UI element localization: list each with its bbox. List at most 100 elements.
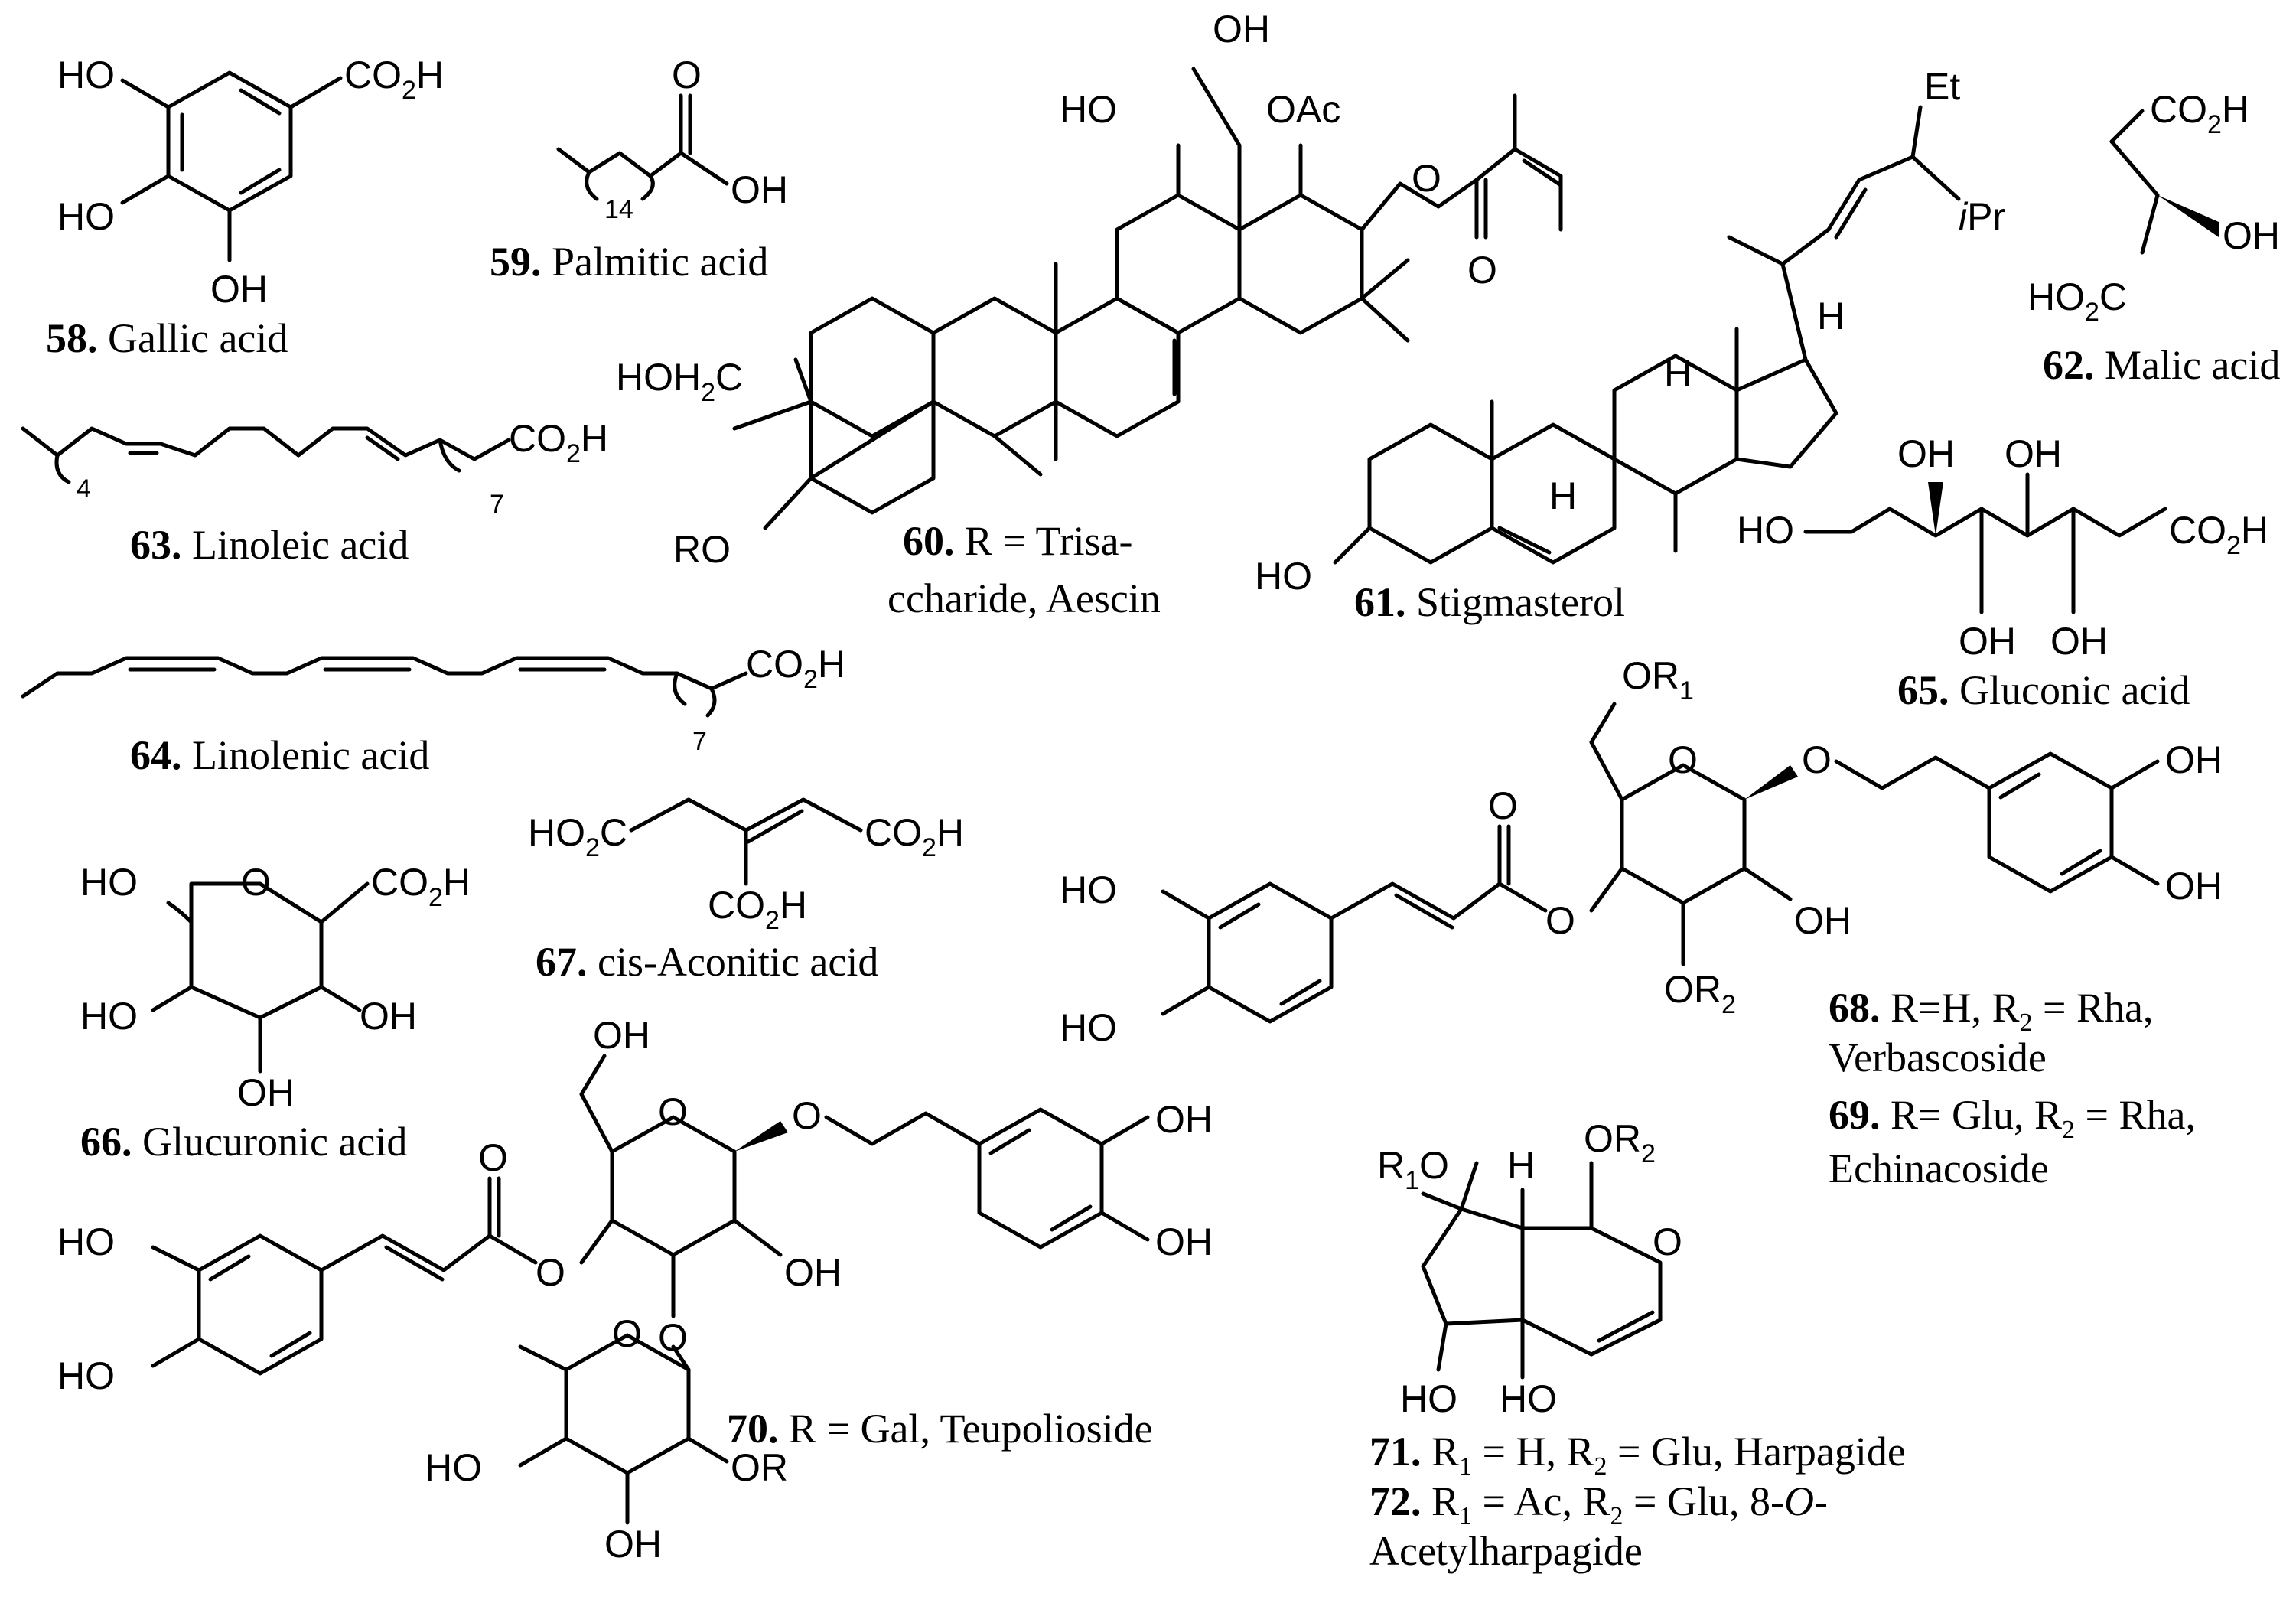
label-ho: HO	[57, 1354, 115, 1397]
label-repeat-count: 7	[692, 727, 707, 756]
structure-68-69-verbascoside: OR1 O O O O OH OR2 HO HO OH OH 68. R=H, …	[1060, 654, 2223, 1191]
structure-58-gallic-acid: HO CO2H HO OH 58. Gallic acid	[46, 54, 444, 361]
label-o: O	[658, 1090, 688, 1133]
label-oh: OH	[1897, 432, 1955, 475]
label-oh: OH	[1155, 1098, 1213, 1141]
label-oh: OH	[2165, 738, 2223, 781]
label-o: O	[1467, 249, 1497, 292]
label-o: O	[1488, 784, 1518, 827]
label-o: O	[1412, 157, 1441, 200]
label-ho: HO	[1060, 1006, 1117, 1049]
label-oh: OH	[1794, 899, 1851, 942]
caption-60: 60. R = Trisa-	[903, 518, 1133, 564]
label-h: H	[1817, 295, 1845, 337]
structure-60-aescin: OH HO OAc O O HOH2C RO 60. R = Trisa- cc…	[616, 8, 1563, 621]
label-co2h: CO2H	[865, 811, 964, 862]
label-o: O	[478, 1136, 508, 1179]
label-o: O	[536, 1251, 565, 1294]
structure-67-cis-aconitic-acid: HO2C CO2H CO2H 67. cis-Aconitic acid	[528, 797, 964, 985]
label-repeat-count: 7	[490, 490, 504, 519]
label-oh: OH	[237, 1071, 295, 1114]
label-oh: OH	[731, 168, 788, 211]
caption-72-line2: Acetylharpagide	[1369, 1528, 1643, 1574]
caption-67: 67. cis-Aconitic acid	[536, 939, 878, 985]
label-hoh2c: HOH2C	[616, 356, 743, 407]
label-o: O	[1653, 1220, 1682, 1263]
label-ho: HO	[80, 995, 138, 1038]
label-ho2c: HO2C	[2027, 275, 2127, 327]
label-r1o: R1O	[1377, 1144, 1449, 1195]
label-oh: OH	[2050, 620, 2108, 663]
label-co2h: CO2H	[2150, 88, 2249, 139]
label-oh: OH	[2005, 432, 2062, 475]
label-o: O	[792, 1094, 822, 1137]
label-oh: OH	[1959, 620, 2016, 663]
label-ho: HO	[57, 54, 115, 96]
caption-72: 72. R1 = Ac, R2 = Glu, 8-O-	[1369, 1478, 1828, 1530]
caption-63: 63. Linoleic acid	[130, 522, 409, 568]
caption-69-line2: Echinacoside	[1829, 1145, 2049, 1191]
label-oh: OH	[593, 1014, 650, 1057]
label-co2h: CO2H	[2169, 509, 2268, 560]
label-oh: OH	[1155, 1220, 1213, 1263]
label-ho: HO	[1500, 1377, 1557, 1420]
label-oh: OH	[2165, 865, 2223, 908]
label-ipr: iPr	[1959, 195, 2005, 238]
structure-70-teupolioside: OH O O O O OH O HO HO OH OH O HO OR OH 7…	[57, 1014, 1213, 1566]
caption-69: 69. R= Glu, R2 = Rha,	[1829, 1092, 2196, 1144]
label-oh: OH	[784, 1251, 842, 1294]
label-ho: HO	[1400, 1377, 1457, 1420]
label-or1: OR1	[1622, 654, 1694, 705]
label-ho: HO	[80, 861, 138, 904]
caption-68: 68. R=H, R2 = Rha,	[1829, 985, 2153, 1037]
label-et: Et	[1924, 65, 1960, 108]
label-o: O	[1802, 738, 1832, 781]
structure-64-linolenic-acid: 7 CO2H 64. Linolenic acid	[21, 643, 845, 778]
label-co2h: CO2H	[708, 884, 807, 935]
caption-58: 58. Gallic acid	[46, 315, 288, 361]
label-repeat-count: 14	[604, 195, 633, 224]
label-ho: HO	[425, 1446, 482, 1489]
caption-68-line2: Verbascoside	[1829, 1035, 2047, 1080]
structure-62-malic-acid: CO2H OH HO2C 62. Malic acid	[2027, 88, 2280, 388]
label-ro: RO	[673, 528, 731, 571]
label-or: OR	[731, 1446, 788, 1489]
label-co2h: CO2H	[371, 861, 471, 912]
label-o: O	[612, 1312, 642, 1355]
label-ho2c: HO2C	[528, 811, 627, 862]
label-o: O	[1668, 738, 1698, 781]
structure-63-linoleic-acid: 4 7 CO2H 63. Linoleic acid	[21, 417, 608, 568]
caption-64: 64. Linolenic acid	[130, 732, 429, 778]
label-oac: OAc	[1266, 88, 1340, 131]
label-or2: OR2	[1584, 1117, 1656, 1168]
caption-70: 70. R = Gal, Teupolioside	[727, 1406, 1153, 1452]
label-oh: OH	[210, 268, 268, 311]
label-ho: HO	[1737, 509, 1794, 552]
label-ho: HO	[1255, 555, 1312, 598]
caption-62: 62. Malic acid	[2043, 342, 2280, 388]
caption-66: 66. Glucuronic acid	[80, 1119, 407, 1165]
structure-61-stigmasterol: Et iPr H H H HO 61. Stigmasterol	[1255, 65, 2005, 625]
caption-61: 61. Stigmasterol	[1354, 579, 1625, 625]
label-h: H	[1664, 352, 1692, 395]
label-oh: OH	[1213, 8, 1270, 51]
structure-66-glucuronic-acid: HO O CO2H HO OH OH 66. Glucuronic acid	[80, 861, 471, 1165]
caption-60-line2: ccharide, Aescin	[887, 575, 1161, 621]
caption-71: 71. R1 = H, R2 = Glu, Harpagide	[1369, 1429, 1906, 1481]
label-oh: OH	[604, 1523, 662, 1566]
label-h: H	[1507, 1144, 1535, 1187]
structure-59-palmitic-acid: O OH 14 59. Palmitic acid	[490, 54, 788, 285]
label-o: O	[241, 861, 271, 904]
label-co2h: CO2H	[746, 643, 845, 694]
label-ho: HO	[57, 195, 115, 238]
label-oh: OH	[360, 995, 417, 1038]
label-co2h: CO2H	[344, 54, 444, 105]
label-ho: HO	[57, 1220, 115, 1263]
label-co2h: CO2H	[509, 417, 608, 468]
label-oh: OH	[2223, 214, 2280, 257]
label-ho: HO	[1060, 88, 1117, 131]
label-o: O	[672, 54, 702, 96]
label-or2: OR2	[1664, 968, 1736, 1019]
label-o: O	[1545, 899, 1575, 942]
